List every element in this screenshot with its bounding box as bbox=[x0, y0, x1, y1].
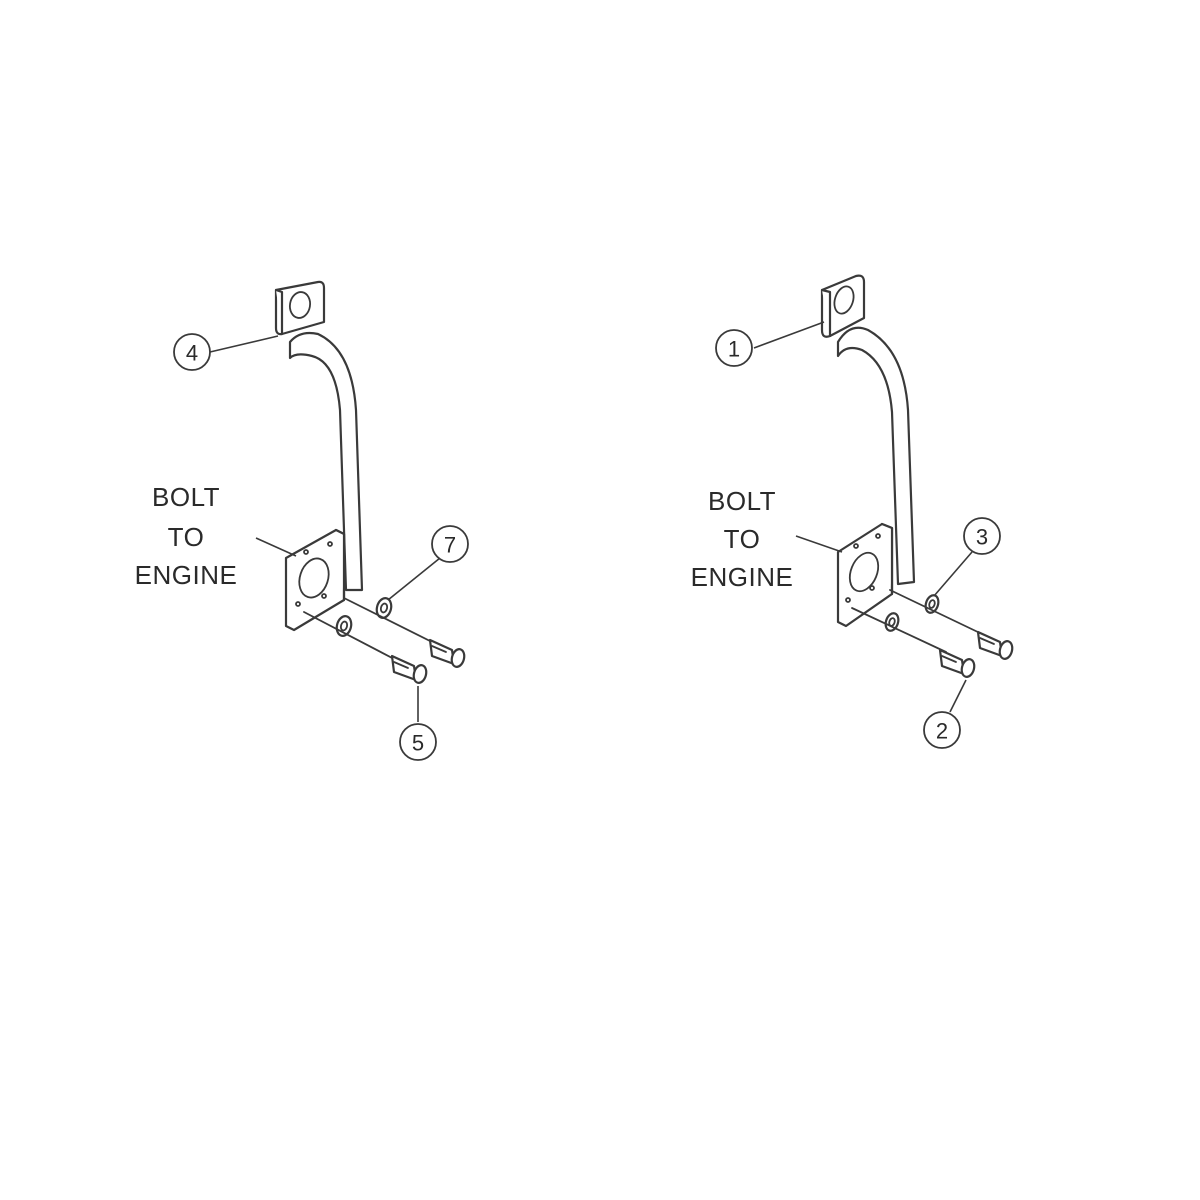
leader-bracket bbox=[209, 335, 279, 353]
bracket-bottom-plate bbox=[284, 528, 346, 632]
note-line-1: BOLT bbox=[708, 486, 776, 516]
callout-washer-number: 7 bbox=[444, 533, 456, 558]
callout-bracket-balloon: 1 bbox=[715, 329, 753, 367]
leader-washer bbox=[387, 557, 441, 601]
bracket-bottom-plate bbox=[836, 522, 894, 628]
leader-bolt bbox=[949, 679, 967, 713]
callout-washer-balloon: 3 bbox=[963, 517, 1001, 555]
leader-bracket bbox=[753, 321, 825, 349]
bolt-lower bbox=[938, 648, 976, 678]
bracket-top-tab bbox=[820, 274, 866, 338]
bracket-top-tab bbox=[274, 280, 326, 336]
callout-bolt-balloon: 5 bbox=[399, 723, 437, 761]
note-line-2: TO bbox=[724, 524, 761, 554]
axis-upper bbox=[889, 589, 983, 635]
assembly-left: 4 7 5 BOLT TO ENGINE bbox=[135, 280, 469, 761]
bolt-upper bbox=[428, 638, 466, 668]
mounting-note: BOLT TO ENGINE bbox=[691, 486, 794, 592]
axis-upper bbox=[343, 597, 437, 645]
callout-bracket-number: 4 bbox=[186, 341, 198, 366]
note-line-3: ENGINE bbox=[691, 562, 794, 592]
callout-bracket-number: 1 bbox=[728, 337, 740, 362]
leader-note bbox=[255, 537, 297, 557]
bracket-rod bbox=[836, 326, 916, 586]
washer-upper bbox=[924, 594, 940, 614]
note-line-3: ENGINE bbox=[135, 560, 238, 590]
bolt-lower bbox=[390, 654, 428, 684]
bracket-rod bbox=[288, 331, 364, 592]
washer-upper bbox=[375, 597, 393, 619]
callout-washer-number: 3 bbox=[976, 525, 988, 550]
axis-lower bbox=[851, 607, 947, 653]
callout-washer-balloon: 7 bbox=[431, 525, 469, 563]
callout-bolt-number: 2 bbox=[936, 719, 948, 744]
note-line-2: TO bbox=[168, 522, 205, 552]
leader-washer bbox=[933, 551, 973, 597]
washer-lower bbox=[884, 612, 900, 632]
callout-bolt-number: 5 bbox=[412, 731, 424, 756]
axis-lower bbox=[303, 611, 397, 661]
bolt-upper bbox=[976, 630, 1014, 660]
mounting-note: BOLT TO ENGINE bbox=[135, 482, 238, 590]
assembly-right: 1 3 2 BOLT TO ENGINE bbox=[691, 274, 1014, 749]
leader-note bbox=[795, 535, 843, 553]
callout-bracket-balloon: 4 bbox=[173, 333, 211, 371]
callout-bolt-balloon: 2 bbox=[923, 711, 961, 749]
washer-lower bbox=[335, 615, 353, 637]
note-line-1: BOLT bbox=[152, 482, 220, 512]
